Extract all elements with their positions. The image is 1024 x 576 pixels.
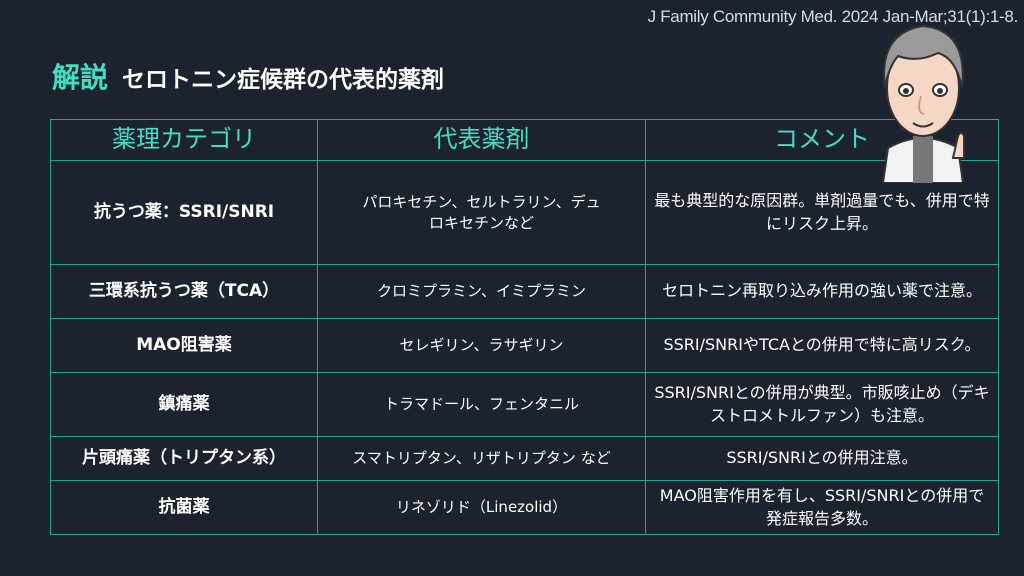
citation: J Family Community Med. 2024 Jan-Mar;31(…: [647, 7, 1019, 26]
category-cell: 片頭痛薬（トリプタン系）: [50, 436, 318, 481]
table-row: 片頭痛薬（トリプタン系） スマトリプタン、リザトリプタン など SSRI/SNR…: [50, 436, 999, 481]
title-tag: 解説: [52, 61, 109, 94]
drugs-cell: パロキセチン、セルトラリン、デュロキセチンなど: [317, 160, 646, 265]
comment-cell: SSRI/SNRIやTCAとの併用で特に高リスク。: [645, 318, 999, 373]
doctor-avatar-illustration: [881, 24, 965, 183]
drugs-cell: リネゾリド（Linezolid）: [317, 480, 646, 535]
drug-table: 薬理カテゴリ 代表薬剤 コメント 抗うつ薬：SSRI/SNRI パロキセチン、セ…: [50, 119, 999, 535]
header-drugs: 代表薬剤: [317, 119, 646, 161]
table-row: 三環系抗うつ薬（TCA） クロミプラミン、イミプラミン セロトニン再取り込み作用…: [50, 264, 999, 319]
category-cell: 三環系抗うつ薬（TCA）: [50, 264, 318, 319]
table-row: 抗菌薬 リネゾリド（Linezolid） MAO阻害作用を有し、SSRI/SNR…: [50, 480, 999, 535]
category-cell: 鎮痛薬: [50, 372, 318, 437]
category-cell: MAO阻害薬: [50, 318, 318, 373]
comment-cell: MAO阻害作用を有し、SSRI/SNRIとの併用で発症報告多数。: [645, 480, 999, 535]
slide-title: 解説 セロトニン症候群の代表的薬剤: [52, 56, 444, 96]
table-row: 抗うつ薬：SSRI/SNRI パロキセチン、セルトラリン、デュロキセチンなど 最…: [50, 160, 999, 265]
category-cell: 抗うつ薬：SSRI/SNRI: [50, 160, 318, 265]
table-row: 鎮痛薬 トラマドール、フェンタニル SSRI/SNRIとの併用が典型。市販咳止め…: [50, 372, 999, 437]
drugs-cell: スマトリプタン、リザトリプタン など: [317, 436, 646, 481]
table-row: MAO阻害薬 セレギリン、ラサギリン SSRI/SNRIやTCAとの併用で特に高…: [50, 318, 999, 373]
drugs-cell: クロミプラミン、イミプラミン: [317, 264, 646, 319]
category-cell: 抗菌薬: [50, 480, 318, 535]
drugs-cell: セレギリン、ラサギリン: [317, 318, 646, 373]
comment-cell: SSRI/SNRIとの併用が典型。市販咳止め（デキストロメトルファン）も注意。: [645, 372, 999, 437]
comment-cell: SSRI/SNRIとの併用注意。: [645, 436, 999, 481]
title-main: セロトニン症候群の代表的薬剤: [122, 67, 445, 93]
header-category: 薬理カテゴリ: [50, 119, 318, 161]
comment-cell: セロトニン再取り込み作用の強い薬で注意。: [645, 264, 999, 319]
drugs-cell: トラマドール、フェンタニル: [317, 372, 646, 437]
